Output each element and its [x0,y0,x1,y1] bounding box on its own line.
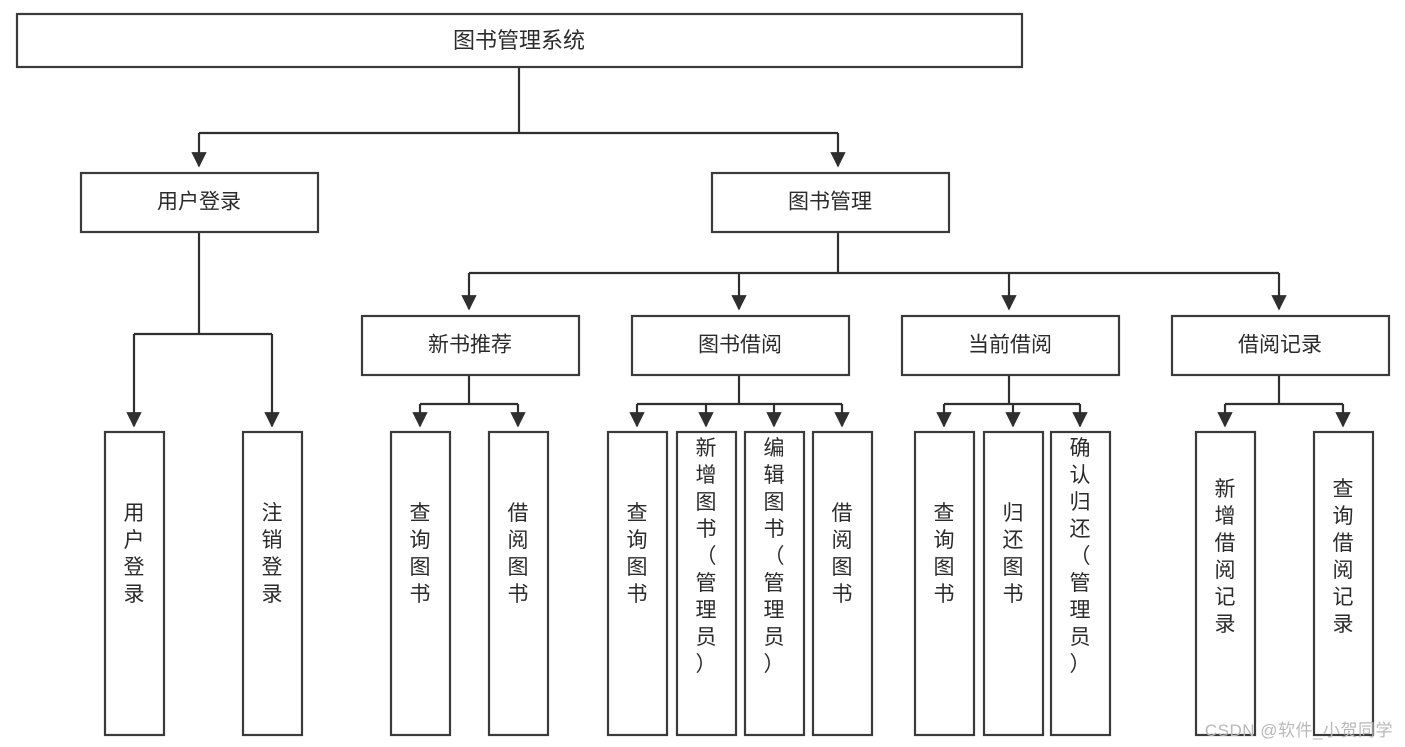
node-leaf-rec-borrow-book-box[interactable] [487,430,550,737]
node-leaf-add-book-label: 新增图书（管理员） [696,437,717,676]
node-book-manage[interactable]: 图书管理 [710,171,951,234]
node-book-manage-label: 图书管理 [788,191,872,214]
node-leaf-return-book-box[interactable] [982,430,1045,737]
edge-group-book-manage-to-level3 [461,232,1287,311]
node-root[interactable]: 图书管理系统 [15,12,1024,69]
node-leaf-borrow-book-box[interactable] [811,430,874,737]
node-new-book-recommend-label: 新书推荐 [428,334,512,357]
node-leaf-borrow-book-label: 借阅图书 [832,502,853,606]
node-leaf-return-book-label: 归还图书 [1003,502,1024,606]
node-leaf-user-login[interactable]: 用户登录 [103,430,166,737]
node-leaf-edit-book-box[interactable] [743,430,806,737]
node-leaf-rec-borrow-book[interactable]: 借阅图书 [487,430,550,737]
node-root-label: 图书管理系统 [453,28,585,53]
node-current-borrow[interactable]: 当前借阅 [900,314,1121,377]
node-book-borrow[interactable]: 图书借阅 [630,314,851,377]
node-leaf-logout-label: 注销登录 [262,502,283,606]
node-leaf-add-book[interactable]: 新增图书（管理员） [675,430,738,737]
node-leaf-rec-query-book[interactable]: 查询图书 [389,430,452,737]
node-book-manage-box[interactable] [710,171,951,234]
node-leaf-logout[interactable]: 注销登录 [241,430,304,737]
node-leaf-confirm-return[interactable]: 确认归还（管理员） [1049,430,1112,737]
node-leaf-add-record[interactable]: 新增借阅记录 [1194,430,1257,737]
node-leaf-current-query-book-box[interactable] [913,430,976,737]
edge-group-root-to-level2 [191,67,846,168]
node-leaf-current-query-book-label: 查询图书 [934,502,955,606]
edge-group-new-book-to-leaves [412,375,526,428]
node-leaf-query-record-label: 查询借阅记录 [1333,478,1354,636]
node-borrow-record-label: 借阅记录 [1238,334,1322,357]
node-root-box[interactable] [15,12,1024,69]
node-new-book-recommend[interactable]: 新书推荐 [360,314,581,377]
node-leaf-user-login-box[interactable] [103,430,166,737]
node-leaf-add-book-box[interactable] [675,430,738,737]
node-leaf-rec-borrow-book-label: 借阅图书 [508,502,529,606]
node-leaf-confirm-return-label: 确认归还（管理员） [1070,437,1091,676]
node-leaf-logout-box[interactable] [241,430,304,737]
node-leaf-query-record-box[interactable] [1312,430,1375,737]
edge-group-user-login-to-leaves [126,232,280,428]
node-leaf-confirm-return-box[interactable] [1049,430,1112,737]
node-user-login[interactable]: 用户登录 [79,171,320,234]
node-leaf-edit-book[interactable]: 编辑图书（管理员） [743,430,806,737]
node-leaf-add-record-box[interactable] [1194,430,1257,737]
csdn-watermark: CSDN @软件_小贺同学 [1204,721,1393,740]
node-leaf-rec-query-book-label: 查询图书 [410,502,431,606]
node-leaf-current-query-book[interactable]: 查询图书 [913,430,976,737]
edge-group-current-borrow-to-leaves [936,375,1088,428]
node-leaf-user-login-label: 用户登录 [124,502,145,606]
node-book-borrow-box[interactable] [630,314,851,377]
node-leaf-borrow-query-book-label: 查询图书 [627,502,648,606]
node-user-login-box[interactable] [79,171,320,234]
node-leaf-borrow-query-book[interactable]: 查询图书 [606,430,669,737]
edge-group-borrow-record-to-leaves [1217,375,1351,428]
node-user-login-label: 用户登录 [157,191,241,214]
node-current-borrow-label: 当前借阅 [968,334,1052,357]
node-leaf-edit-book-label: 编辑图书（管理员） [764,437,785,676]
edge-group-book-borrow-to-leaves [629,375,850,428]
node-current-borrow-box[interactable] [900,314,1121,377]
node-leaf-query-record[interactable]: 查询借阅记录 [1312,430,1375,737]
node-new-book-recommend-box[interactable] [360,314,581,377]
node-borrow-record[interactable]: 借阅记录 [1170,314,1391,377]
node-borrow-record-box[interactable] [1170,314,1391,377]
node-leaf-add-record-label: 新增借阅记录 [1215,478,1236,636]
node-leaf-return-book[interactable]: 归还图书 [982,430,1045,737]
node-leaf-rec-query-book-box[interactable] [389,430,452,737]
node-leaf-borrow-book[interactable]: 借阅图书 [811,430,874,737]
node-book-borrow-label: 图书借阅 [698,334,782,357]
node-leaf-borrow-query-book-box[interactable] [606,430,669,737]
